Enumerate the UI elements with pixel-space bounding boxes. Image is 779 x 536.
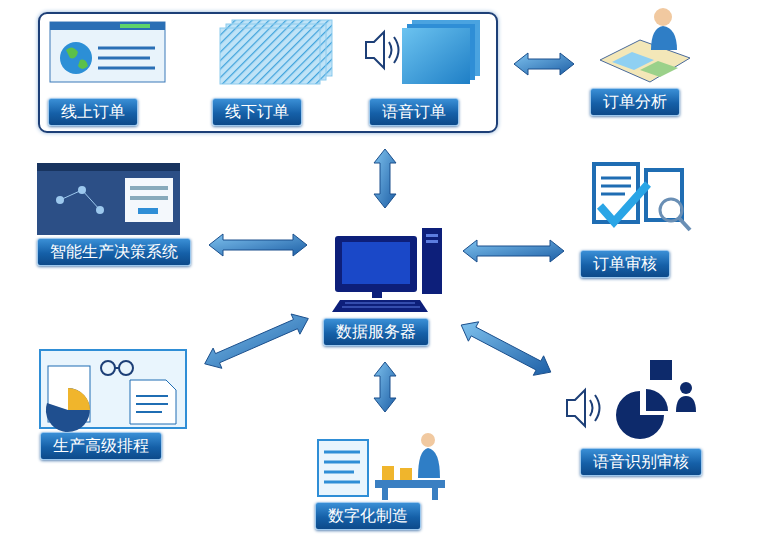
node-label: 线上订单 — [48, 98, 138, 126]
double-arrow — [374, 362, 396, 412]
node-label: 数字化制造 — [315, 502, 421, 530]
double-arrow — [205, 314, 309, 368]
process-box: 数字化制造 — [315, 428, 447, 530]
process-box: 订单审核 — [580, 158, 698, 278]
node-label: 数据服务器 — [323, 318, 429, 346]
schedule-icon — [40, 350, 186, 432]
double-arrow — [374, 149, 396, 208]
node-label: 订单分析 — [590, 88, 680, 116]
screenshot-icon — [37, 163, 180, 235]
double-arrow — [463, 240, 564, 262]
double-arrow — [514, 53, 574, 75]
node-label: 线下订单 — [212, 98, 302, 126]
node-label: 语音订单 — [369, 98, 459, 126]
review-icon — [592, 162, 690, 230]
process-box: 生产高级排程 — [40, 346, 190, 460]
analyst-icon — [600, 8, 690, 82]
process-box: 线下订单 — [212, 20, 332, 126]
node-label: 语音识别审核 — [580, 448, 702, 476]
factory-icon — [318, 433, 445, 500]
process-box: 智能生产决策系统 — [37, 160, 193, 266]
process-box: 订单分析 — [590, 4, 702, 116]
browser-icon — [50, 22, 165, 82]
node-label: 订单审核 — [580, 250, 670, 278]
process-box: 数据服务器 — [323, 224, 447, 346]
voice-review-icon — [567, 360, 696, 439]
group-panel: 线上订单 线下订单 语音订单 — [38, 12, 498, 133]
voice-icon — [366, 20, 480, 84]
paper-stack-icon — [220, 20, 332, 84]
double-arrow — [209, 234, 307, 256]
process-box: 语音识别审核 — [565, 356, 704, 476]
double-arrow — [461, 322, 551, 376]
node-label: 智能生产决策系统 — [37, 238, 191, 266]
process-box: 线上订单 — [48, 20, 174, 126]
node-label: 生产高级排程 — [40, 432, 162, 460]
computer-icon — [332, 228, 442, 312]
process-box: 语音订单 — [367, 20, 491, 126]
